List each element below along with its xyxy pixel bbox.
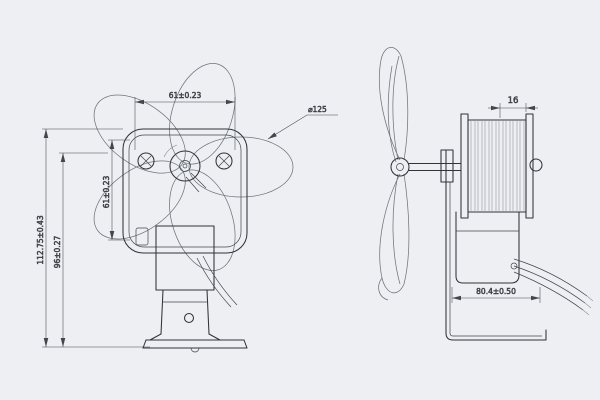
dim-front-width-label: 61±0.23: [169, 91, 202, 100]
dim-fan-diameter: ⌀125: [267, 105, 338, 140]
mounting-bracket-side: [445, 149, 547, 341]
mount-screw-left: [137, 152, 155, 170]
shaft-hub-front: [163, 144, 207, 193]
dim-overall-height-label: 112.75±0.43: [36, 215, 45, 264]
motor-body-outline: [122, 128, 248, 254]
shaft-hub-side: [390, 157, 462, 177]
dim-fan-diameter-label: ⌀125: [308, 105, 327, 114]
dim-stack-length: 16: [488, 96, 538, 118]
bracket-hole-front: [183, 312, 195, 324]
lead-wires-front: [196, 255, 238, 308]
dim-depth-label: 80.4±0.50: [476, 287, 516, 296]
dim-depth: 80.4±0.50: [451, 287, 541, 303]
fan-blades-front: [93, 63, 294, 271]
front-view: 61±0.23 ⌀125 61±0.23 112.75±0.43 96±0.27: [36, 63, 338, 353]
terminal-block-front: [135, 227, 149, 246]
lamination-hatch: [470, 121, 525, 211]
dim-front-width: 61±0.23: [134, 91, 236, 150]
dim-height-to-base-label: 96±0.27: [53, 236, 62, 269]
coil-bobbin-front: [155, 225, 215, 291]
dim-height-to-base: 96±0.27: [53, 152, 108, 347]
bearing-boss-side: [440, 149, 454, 183]
dim-stack-length-label: 16: [508, 96, 519, 106]
dim-front-height-inner: 61±0.23: [102, 139, 130, 241]
coil-body-side: [455, 211, 520, 284]
wire-grommet-side: [510, 262, 518, 270]
lead-wires-side: [513, 258, 594, 316]
fan-blades-side: [378, 47, 410, 301]
side-view: 16 80.4±0.50: [378, 47, 594, 341]
dim-front-height-inner-label: 61±0.23: [102, 176, 111, 209]
mount-screw-right: [215, 152, 233, 170]
stator-stack-side: [460, 113, 543, 219]
rear-bearing-side: [529, 158, 543, 172]
mounting-bracket-front: [142, 289, 248, 353]
motor-faceplate-inner-edge: [128, 134, 242, 248]
dim-overall-height: 112.75±0.43: [36, 128, 150, 348]
